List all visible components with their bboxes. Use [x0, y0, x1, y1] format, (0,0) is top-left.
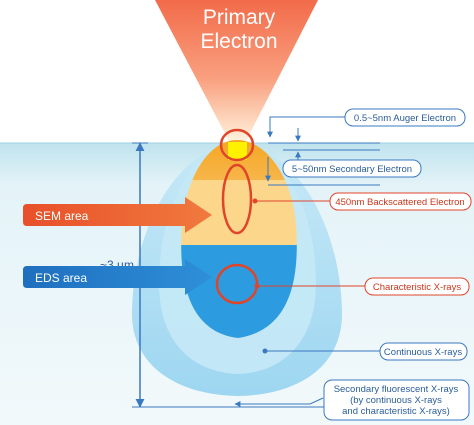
sem-area-arrow [23, 197, 212, 233]
primary-electron-beam [155, 0, 318, 143]
fluorescent-leader [234, 397, 324, 407]
backscattered-ring [221, 163, 253, 235]
auger-region [228, 142, 247, 160]
auger-callout-text: 0.5~5nm Auger Electron [354, 113, 456, 124]
continuous-callout-box [379, 342, 468, 361]
backscattered-callout-text: 450nm Backscattered Electron [335, 197, 464, 208]
fluorescent-callout-box [323, 379, 470, 421]
fluorescent-callout-line3: and characteristic X-rays) [342, 406, 450, 417]
characteristic-callout-text: Characteristic X-rays [373, 282, 461, 293]
secondary-callout-text: 5~50nm Secondary Electron [292, 164, 412, 175]
auger-ring [219, 128, 255, 162]
backscattered-callout-box [329, 192, 472, 211]
eds-area-arrow [23, 259, 212, 295]
continuous-callout-text: Continuous X-rays [384, 347, 462, 358]
auger-leader [267, 116, 345, 138]
continuous-leader-dot [262, 348, 268, 354]
fluorescent-callout-line1: Secondary fluorescent X-rays [334, 384, 459, 395]
backscattered-leader-dot [252, 198, 258, 204]
beam-label-line2: Electron [200, 30, 277, 53]
auger-callout-box [344, 108, 466, 127]
beam-label-line1: Primary [203, 6, 276, 29]
inner-interaction-volume [181, 140, 297, 338]
characteristic-callout-box [364, 277, 470, 296]
sem-area-label: SEM area [35, 209, 89, 223]
characteristic-leader-dot [254, 283, 260, 289]
eds-area-label: EDS area [35, 271, 87, 285]
secondary-callout-box [282, 159, 422, 178]
fluorescent-callout-line2: (by continuous X-rays [350, 395, 442, 406]
